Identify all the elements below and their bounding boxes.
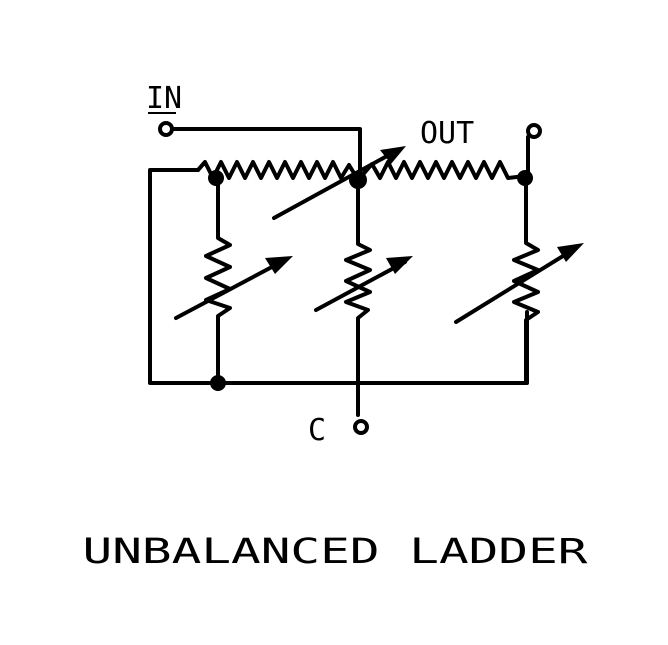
series-resistor-1 (196, 160, 359, 180)
output-terminal (526, 123, 542, 139)
variable-arrow-series (272, 148, 400, 220)
variable-arrow-right (454, 246, 578, 324)
junction-dot (210, 375, 226, 391)
junction-dot (517, 170, 533, 186)
input-terminal (158, 121, 174, 137)
arrowhead-series (380, 146, 406, 164)
arrowhead-left (265, 256, 293, 274)
common-label: C (308, 413, 326, 448)
common-terminal (353, 419, 369, 435)
series-resistor-2 (358, 160, 527, 180)
variable-arrow-middle (314, 260, 407, 312)
shunt-resistor-middle (344, 176, 372, 417)
shunt-resistor-right (512, 176, 540, 385)
shunt-resistor-left (204, 176, 232, 385)
junction-dot (208, 170, 224, 186)
variable-arrow-left (174, 258, 287, 320)
junction-dot (349, 171, 367, 189)
input-label: IN (146, 81, 182, 116)
output-label: OUT (420, 116, 474, 151)
arrowhead-right (557, 243, 584, 262)
arrowhead-middle (386, 256, 413, 274)
input-wire (170, 127, 362, 180)
diagram-caption: UNBALANCED LADDER (83, 532, 589, 572)
